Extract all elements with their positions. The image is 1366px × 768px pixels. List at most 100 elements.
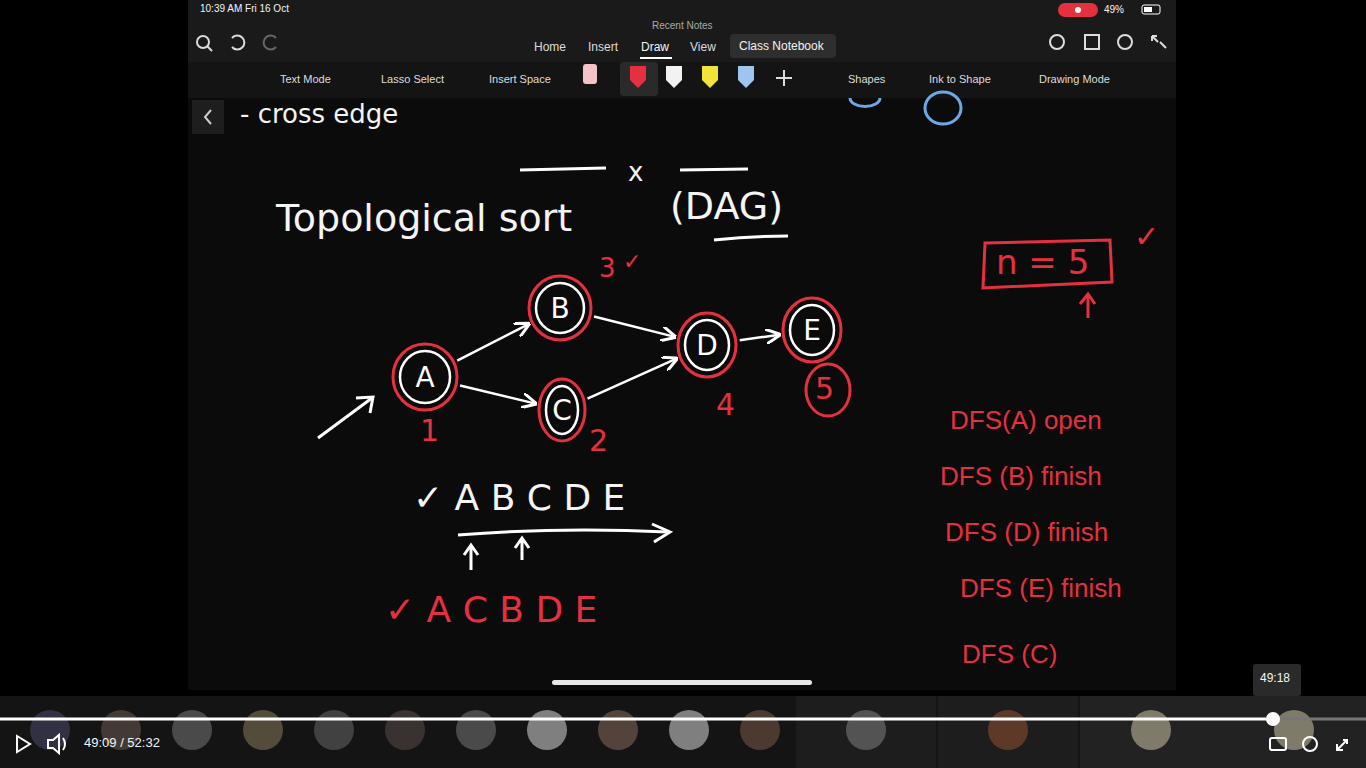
captions-icon (1270, 738, 1286, 750)
search-icon (207, 46, 212, 51)
order-text: ✓ A C B D E (385, 590, 597, 630)
check-mark: ✓ (1134, 220, 1159, 253)
check-mark: ✓ (623, 250, 641, 274)
callout-number: 5 (815, 372, 834, 405)
node-letter: E (803, 314, 821, 347)
graph-edge (740, 335, 780, 341)
yellow-highlighter (702, 66, 718, 88)
tooltip-box (1253, 664, 1301, 696)
graph-node: B (527, 274, 593, 342)
pointer-arrow (464, 545, 478, 570)
collapse-icon (1152, 36, 1166, 48)
draw-toolbar (188, 62, 1176, 98)
participant-strip (30, 696, 1366, 768)
red-pen (630, 66, 646, 88)
record-pill (1058, 3, 1098, 17)
graph-edge (594, 317, 675, 337)
callout-circle (806, 364, 850, 416)
note-text: - cross edge (240, 100, 398, 129)
battery-level (1144, 7, 1152, 12)
blue-node-partial (925, 92, 961, 124)
graph-node: E (781, 296, 843, 364)
menu-tab: Draw (641, 41, 669, 54)
settings-icon (1118, 35, 1132, 49)
direction-arrow (458, 530, 668, 535)
menu-tab: View (690, 41, 716, 54)
status-time: 10:39 AM Fri 16 Oct (200, 3, 289, 14)
node-text-holder: E (781, 296, 843, 364)
progress-knob (1266, 712, 1280, 726)
back-button (192, 100, 224, 134)
graph-node: A (391, 342, 459, 412)
blue-node-partial (850, 98, 880, 107)
pointer-arrow (515, 538, 529, 560)
share-icon (1085, 35, 1099, 49)
blank-line (520, 168, 606, 170)
app-toolbar (188, 0, 1176, 98)
battery-icon (1142, 5, 1160, 14)
graph-node: D (676, 311, 738, 379)
add-pen (776, 70, 792, 86)
play-icon (17, 736, 30, 752)
node-letter: A (415, 361, 434, 394)
back-chevron (205, 110, 211, 124)
pointer-arrowhead (1080, 294, 1095, 304)
entry-arrowhead (356, 397, 373, 413)
menu-tab: Home (534, 41, 566, 54)
record-dot (1075, 7, 1081, 13)
graph-edge (460, 385, 535, 403)
tool-button: Ink to Shape (929, 73, 991, 85)
redo-icon (264, 36, 276, 50)
n-box (983, 240, 1112, 288)
node-text-holder: B (527, 274, 593, 342)
eraser-tool (583, 64, 597, 84)
order-text: ✓ A B C D E (413, 478, 625, 518)
menu-tab: Insert (588, 41, 618, 54)
time-display: 49:09 / 52:32 (84, 736, 160, 750)
tooltip-time: 49:18 (1260, 672, 1290, 685)
graph-edge (457, 324, 528, 361)
tool-button: Shapes (848, 73, 885, 85)
callout-number: 4 (716, 388, 735, 421)
undo-icon (232, 36, 244, 50)
progress-played (0, 718, 1273, 721)
volume-icon (48, 735, 65, 753)
tab-underline (640, 57, 672, 59)
underline (714, 236, 788, 240)
note-text: (DAG) (670, 186, 783, 228)
node-letter: C (552, 394, 572, 427)
dfs-step: DFS (B) finish (940, 462, 1102, 491)
white-pen (666, 66, 682, 88)
node-text-holder: A (391, 342, 459, 412)
node-text-holder: D (676, 311, 738, 379)
node-text-holder: C (537, 377, 587, 443)
dfs-step: DFS (D) finish (945, 518, 1108, 547)
battery-text: 49% (1104, 4, 1124, 15)
scroll-bar (552, 680, 812, 685)
progress-remaining (1273, 718, 1366, 721)
entry-arrow (318, 398, 372, 438)
tool-button: Drawing Mode (1039, 73, 1110, 85)
graph-node: C (537, 377, 587, 443)
dfs-step: DFS (E) finish (960, 574, 1122, 603)
tool-button: Insert Space (489, 73, 551, 85)
bell-icon (1050, 35, 1064, 49)
menu-tab: Class Notebook (739, 40, 824, 53)
callout-number: 2 (589, 424, 608, 457)
blank-line (680, 169, 748, 170)
tab-highlight (730, 34, 836, 58)
dfs-step: DFS (C) (962, 640, 1057, 669)
window-title: Recent Notes (652, 20, 713, 31)
tool-button: Text Mode (280, 73, 331, 85)
app-canvas (188, 0, 1176, 690)
settings-icon (1303, 737, 1317, 751)
note-text: n = 5 (996, 244, 1089, 281)
callout-number: 3 (599, 254, 616, 283)
callout-number: 1 (420, 414, 439, 447)
heading: Topological sort (276, 198, 572, 240)
pen-selected (620, 62, 658, 96)
tool-button: Lasso Select (381, 73, 444, 85)
